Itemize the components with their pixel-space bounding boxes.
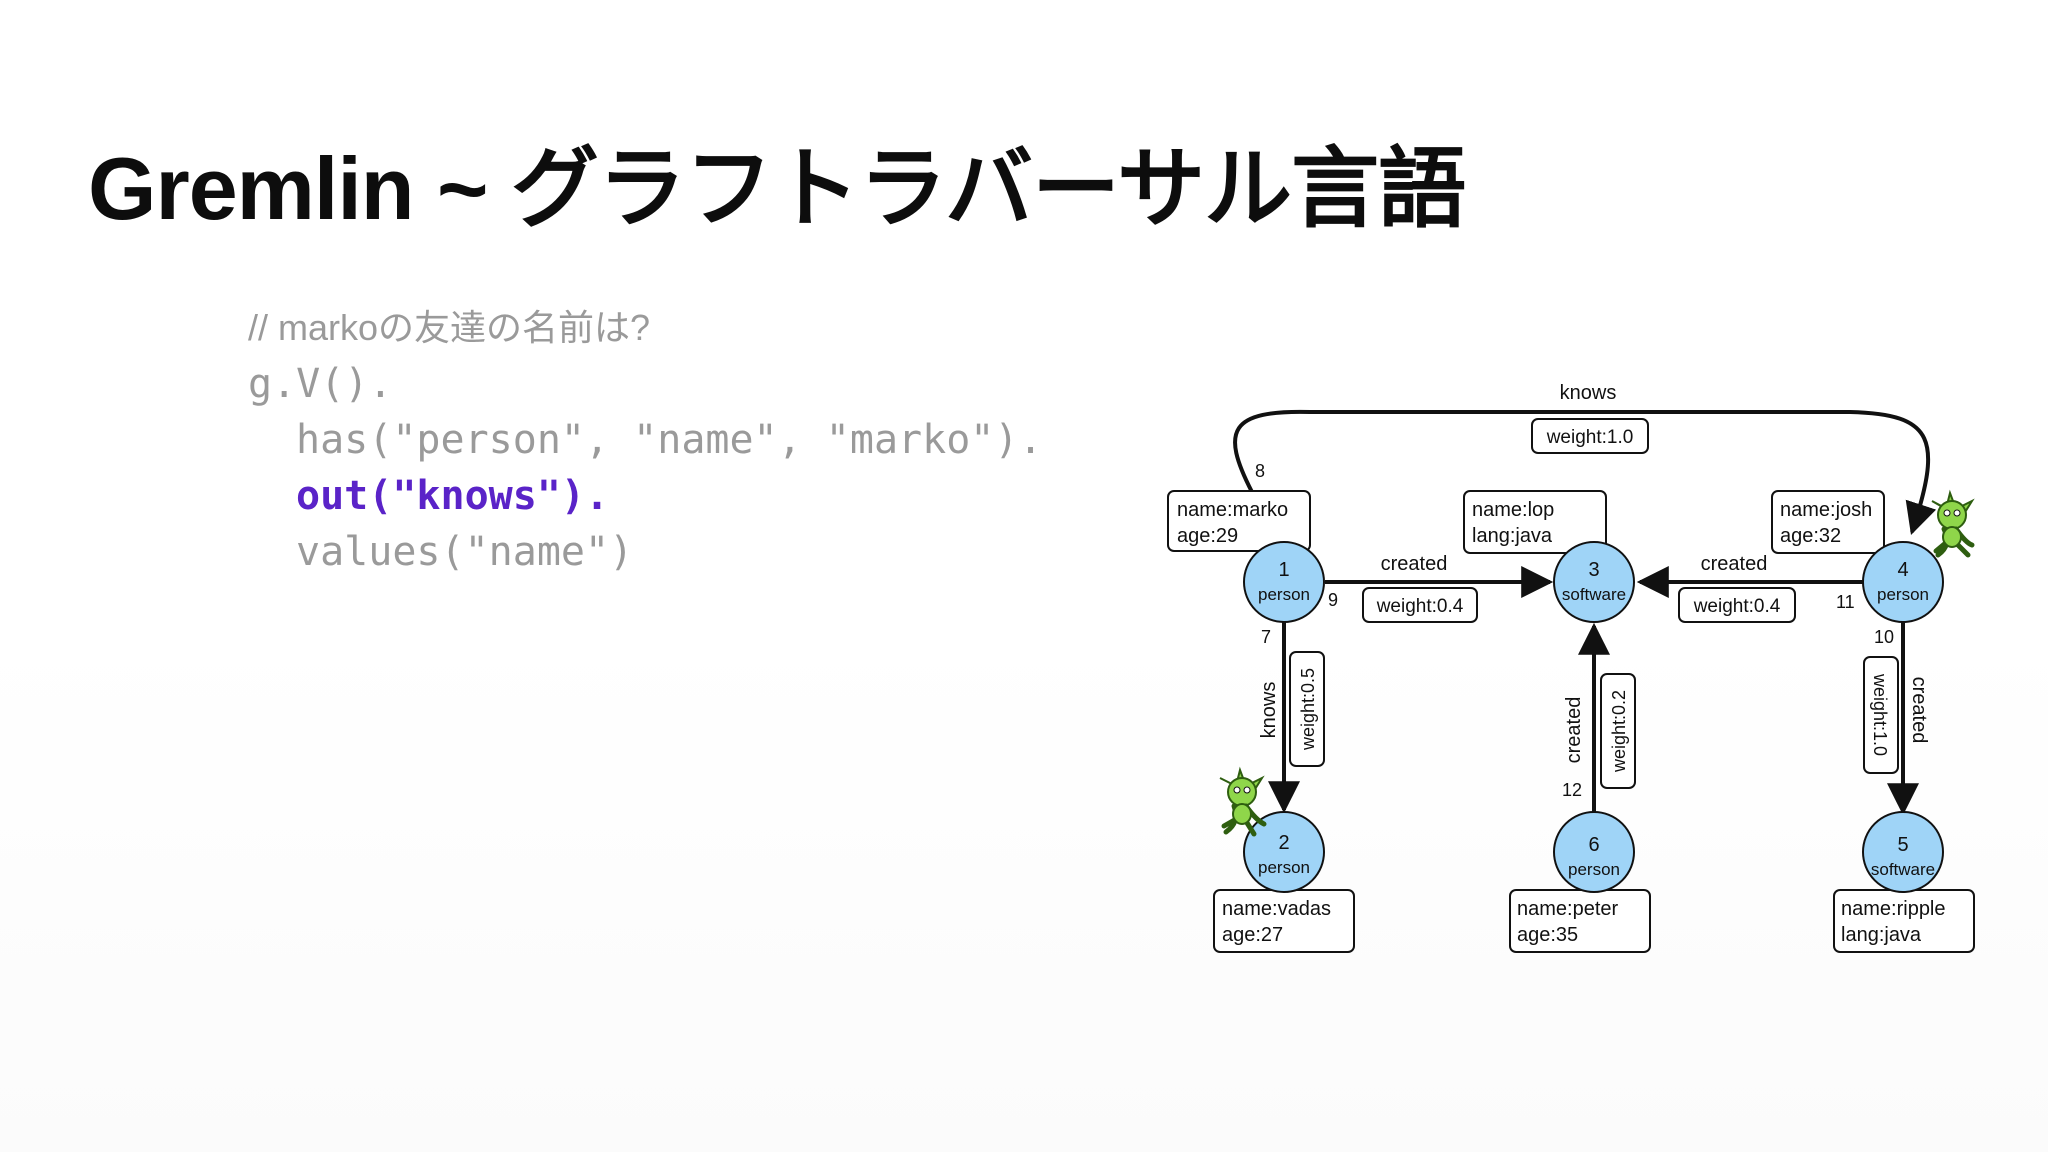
edge-7-id: 7 (1261, 627, 1271, 647)
edge-8-line (1233, 409, 1937, 536)
node-6-prop-name: name:peter (1517, 898, 1619, 920)
node-4-prop-age: age:32 (1780, 525, 1841, 547)
node-3-prop-name: name:lop (1472, 499, 1554, 521)
node-2-prop-name: name:vadas (1222, 898, 1331, 920)
node-6-prop-age: age:35 (1517, 924, 1578, 946)
edge-11-id: 11 (1836, 592, 1855, 612)
edge-10-label: created (1908, 677, 1930, 744)
edge-11-label: created (1701, 553, 1768, 575)
edge-10-id: 10 (1874, 627, 1894, 647)
node-5-prop-name: name:ripple (1841, 898, 1946, 920)
node-4-props-box (1771, 490, 1885, 554)
gremlin-mascot-icon (1931, 489, 1975, 558)
node-1: 1 person (1243, 541, 1325, 623)
node-1-id: 1 (1278, 559, 1289, 581)
edge-9-weight: weight:0.4 (1376, 596, 1464, 617)
edge-8-weight-box (1531, 418, 1649, 454)
node-1-props-box (1167, 490, 1311, 552)
edge-7-weight: weight:0.5 (1298, 668, 1318, 751)
code-line-1: g.V(). (248, 361, 393, 407)
node-5: 5 software (1862, 811, 1944, 893)
edge-12-id: 12 (1562, 780, 1582, 800)
node-5-id: 5 (1897, 834, 1908, 856)
edge-12-weight-box (1600, 673, 1636, 789)
code-block: // markoの友達の名前は? g.V(). has("person", "n… (248, 300, 1043, 580)
code-comment: // markoの友達の名前は? (248, 307, 651, 348)
node-4-id: 4 (1897, 559, 1908, 581)
node-5-prop-lang: lang:java (1841, 924, 1922, 946)
node-2: 2 person (1243, 811, 1325, 893)
edge-9-weight-box (1362, 587, 1478, 623)
edge-10-weight: weight:1.0 (1870, 673, 1890, 756)
node-2-prop-age: age:27 (1222, 924, 1283, 946)
node-1-prop-age: age:29 (1177, 525, 1238, 547)
node-6-id: 6 (1588, 834, 1599, 856)
node-4: 4 person (1862, 541, 1944, 623)
node-4-prop-name: name:josh (1780, 499, 1872, 521)
gremlin-mascot-icon (1219, 766, 1267, 837)
node-6-type: person (1568, 860, 1620, 879)
node-4-type: person (1877, 585, 1929, 604)
node-3-prop-lang: lang:java (1472, 525, 1553, 547)
edge-8-weight: weight:1.0 (1546, 427, 1634, 448)
edge-11-weight: weight:0.4 (1693, 596, 1781, 617)
code-line-4: values("name") (296, 529, 634, 575)
code-line-2: has("person", "name", "marko"). (296, 417, 1043, 463)
edge-11-weight-box (1678, 587, 1796, 623)
node-5-type: software (1871, 860, 1935, 879)
node-3: 3 software (1553, 541, 1635, 623)
edge-8-label: knows (1560, 382, 1617, 404)
edge-12-label: created (1563, 697, 1585, 764)
edge-10-weight-box (1863, 656, 1899, 774)
code-line-3-highlight: out("knows"). (296, 473, 610, 519)
node-3-id: 3 (1588, 559, 1599, 581)
node-3-type: software (1562, 585, 1626, 604)
edge-12-weight: weight:0.2 (1609, 690, 1629, 773)
node-6: 6 person (1553, 811, 1635, 893)
edge-9-id: 9 (1328, 590, 1338, 610)
node-2-type: person (1258, 858, 1310, 877)
node-1-type: person (1258, 585, 1310, 604)
node-3-props-box (1463, 490, 1607, 554)
edge-9-label: created (1381, 553, 1448, 575)
edge-7-weight-box (1289, 651, 1325, 767)
slide-title: Gremlin ~ グラフトラバーサル言語 (88, 139, 1466, 238)
edge-8-id: 8 (1255, 461, 1265, 481)
edge-7-label: knows (1258, 682, 1280, 739)
node-1-prop-name: name:marko (1177, 499, 1288, 521)
node-2-id: 2 (1278, 832, 1289, 854)
